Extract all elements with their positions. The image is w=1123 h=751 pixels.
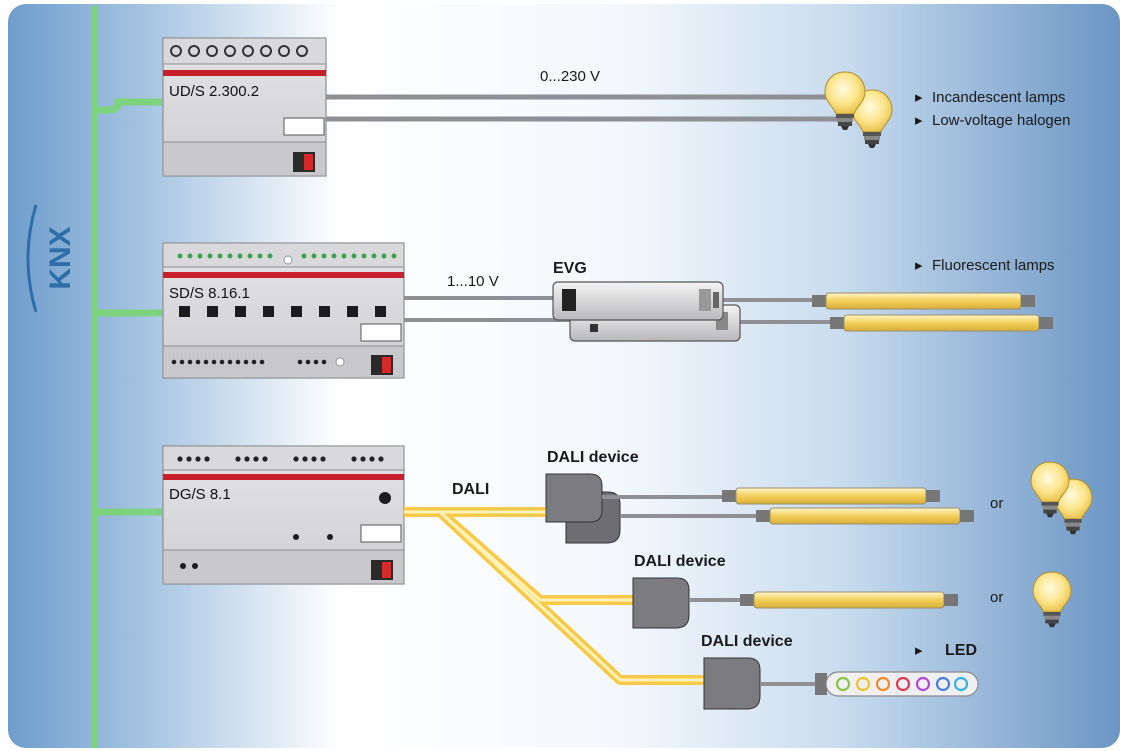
incandescent-text: Incandescent lamps bbox=[932, 89, 1065, 106]
led-label: ▸ LED bbox=[915, 642, 977, 659]
voltage-10-label: 1...10 V bbox=[447, 273, 499, 290]
cable-230v bbox=[326, 94, 850, 122]
dali-bus bbox=[404, 507, 705, 685]
led-text: LED bbox=[945, 642, 977, 659]
dali-label: DALI bbox=[452, 481, 489, 498]
module-name: SD/S 8.16.1 bbox=[169, 285, 250, 302]
dali-tubes-1 bbox=[722, 487, 974, 525]
terminal-dots bbox=[177, 456, 384, 462]
switch-buttons bbox=[179, 306, 386, 317]
module-name: UD/S 2.300.2 bbox=[169, 83, 259, 100]
bullet-icon: ▸ bbox=[915, 642, 923, 659]
halogen-label: ▸ Low-voltage halogen bbox=[915, 112, 1070, 129]
dali-device-1 bbox=[545, 473, 621, 544]
bullet-icon: ▸ bbox=[915, 112, 923, 129]
dali-device-label: DALI device bbox=[701, 633, 793, 650]
knx-logo: KNX bbox=[26, 204, 77, 313]
or-text: or bbox=[990, 589, 1003, 606]
halogen-text: Low-voltage halogen bbox=[932, 112, 1070, 129]
terminal-row bbox=[170, 45, 308, 57]
dali-tube-2 bbox=[740, 591, 958, 609]
fluorescent-label: ▸ Fluorescent lamps bbox=[915, 257, 1055, 274]
module-dgs-gateway: DG/S 8.1 bbox=[162, 445, 405, 585]
evg-ballast bbox=[552, 281, 741, 342]
dali-device-3 bbox=[703, 657, 761, 710]
dali-device-label: DALI device bbox=[634, 553, 726, 570]
evg-label: EVG bbox=[553, 260, 587, 277]
cable-1-10v bbox=[404, 296, 830, 324]
module-sds-switch: SD/S 8.16.1 bbox=[162, 242, 405, 379]
fluorescent-tubes bbox=[812, 292, 1053, 332]
module-name: DG/S 8.1 bbox=[169, 486, 231, 503]
terminal-dots bbox=[171, 359, 327, 365]
dali-device-2 bbox=[632, 577, 690, 629]
bullet-icon: ▸ bbox=[915, 257, 923, 274]
or-text: or bbox=[990, 495, 1003, 512]
knx-bus bbox=[91, 6, 162, 748]
led-row bbox=[177, 253, 397, 259]
knx-logo-text: KNX bbox=[44, 226, 77, 289]
bullet-icon: ▸ bbox=[915, 89, 923, 106]
module-uds-dimmer: UD/S 2.300.2 bbox=[162, 37, 327, 177]
incandescent-label: ▸ Incandescent lamps bbox=[915, 89, 1065, 106]
voltage-230-label: 0...230 V bbox=[540, 68, 600, 85]
fluorescent-text: Fluorescent lamps bbox=[932, 257, 1055, 274]
led-strip bbox=[815, 671, 979, 697]
dali-cables-1 bbox=[602, 495, 760, 518]
dali-device-label: DALI device bbox=[547, 449, 639, 466]
